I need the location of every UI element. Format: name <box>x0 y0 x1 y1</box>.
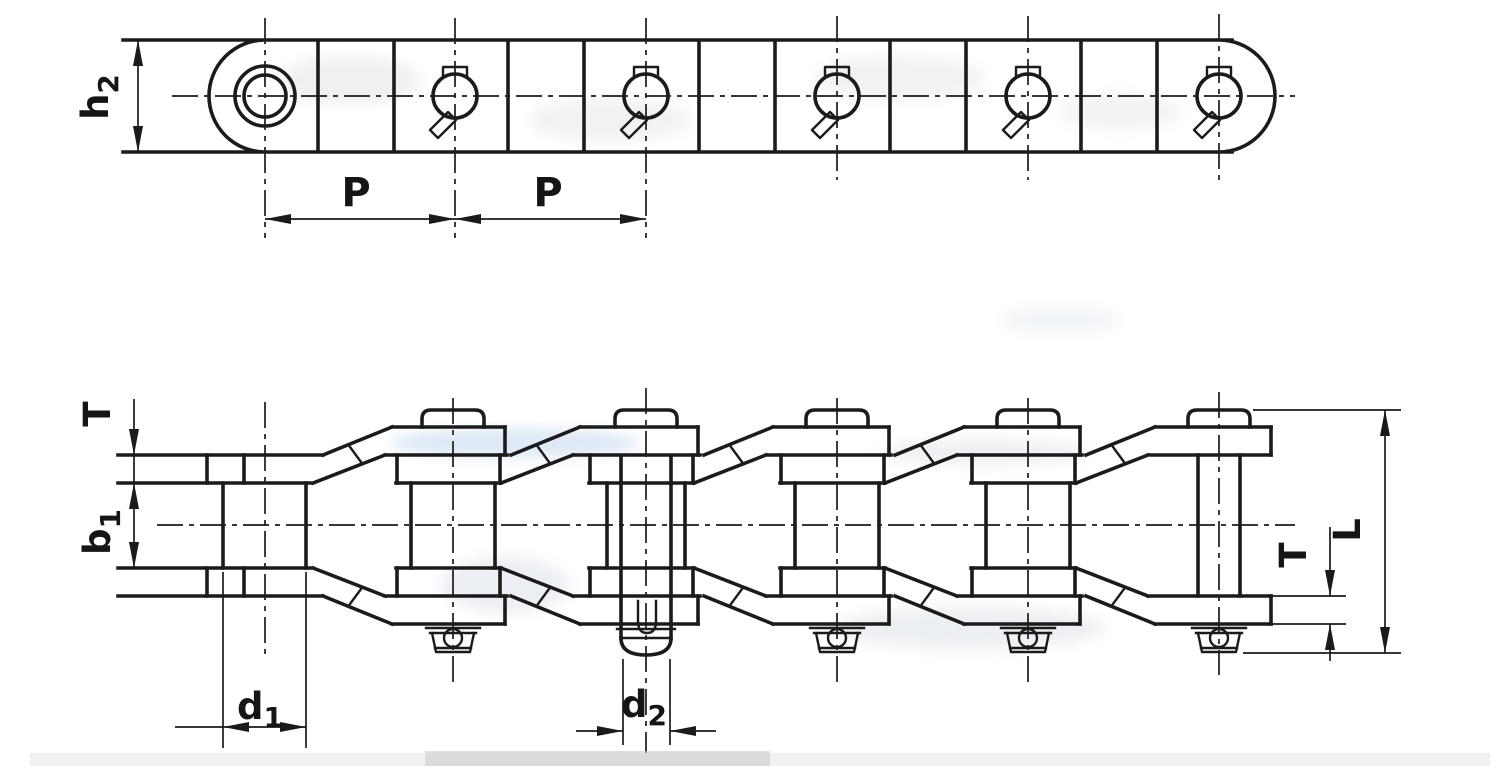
chain-outline <box>121 38 1277 154</box>
cotter-pin-icon <box>428 110 1222 140</box>
label-d2: d2 <box>621 683 667 732</box>
label-thickness-right: T <box>1272 542 1315 568</box>
watermark-blob <box>835 606 1105 650</box>
pin-head-icon <box>441 65 1233 77</box>
label-d1: d1 <box>237 685 283 734</box>
label-pitch-2: P <box>533 170 562 216</box>
watermark-blob <box>440 557 570 613</box>
plan-view: T b1 d1 d2 T L <box>76 388 1401 757</box>
pin-centerlines <box>264 14 1220 238</box>
end-barrel <box>233 64 297 128</box>
dimension-thickness-right: T <box>1272 527 1346 661</box>
pin-tip-detail <box>615 599 677 640</box>
side-elevation-view: h2 P P <box>74 14 1295 238</box>
dim-arrow <box>129 542 139 568</box>
dimension-pin-length: L <box>1243 409 1401 654</box>
label-h2: h2 <box>74 74 125 120</box>
dim-arrows <box>223 722 306 732</box>
dim-arrows <box>133 40 143 152</box>
watermark-smudges <box>280 56 1180 650</box>
dim-arrows <box>129 429 139 509</box>
smudge <box>280 56 420 104</box>
label-pitch-1: P <box>341 170 370 216</box>
watermark-blob <box>880 439 1090 465</box>
watermark-blob <box>1000 306 1120 334</box>
barrel-outer-circle <box>233 64 297 128</box>
dim-lines <box>1243 409 1401 654</box>
page-bottom-strip <box>30 751 1490 766</box>
bottom-strip-dark <box>425 751 770 766</box>
pin-tip-outline <box>619 636 673 657</box>
barrel-bore-circle <box>242 73 288 119</box>
pin-shafts <box>619 453 1242 640</box>
bend-ticks <box>348 445 1126 606</box>
label-thickness-left: T <box>76 401 119 427</box>
smudge <box>530 98 690 142</box>
dimension-h2: h2 <box>74 40 143 152</box>
dim-lines <box>1272 527 1346 661</box>
pin-head-icon <box>420 408 1252 429</box>
dimension-inner-width: b1 <box>76 509 139 568</box>
dim-arrows <box>265 214 646 224</box>
label-b1: b1 <box>76 509 127 555</box>
dimension-thickness-left: T <box>76 399 139 568</box>
dimension-pitch: P P <box>265 170 646 224</box>
cotter-cup-icon <box>430 631 1242 654</box>
label-pin-length: L <box>1326 518 1369 542</box>
plate-edges <box>205 425 1273 626</box>
pin-centerlines <box>264 388 1220 757</box>
smudge <box>1060 94 1180 130</box>
dim-arrows <box>1325 570 1335 650</box>
barrel-edges <box>221 481 1072 570</box>
smudge <box>815 56 985 100</box>
cotter-pins <box>424 626 1248 654</box>
dim-arrows <box>597 726 696 736</box>
dim-lines <box>576 659 716 745</box>
dimension-pin-diameter: d2 <box>576 659 716 745</box>
dim-arrows <box>1380 410 1390 653</box>
pin-tip <box>615 599 677 657</box>
dimension-barrel-diameter: d1 <box>175 572 307 748</box>
pin-end-views <box>428 65 1243 140</box>
